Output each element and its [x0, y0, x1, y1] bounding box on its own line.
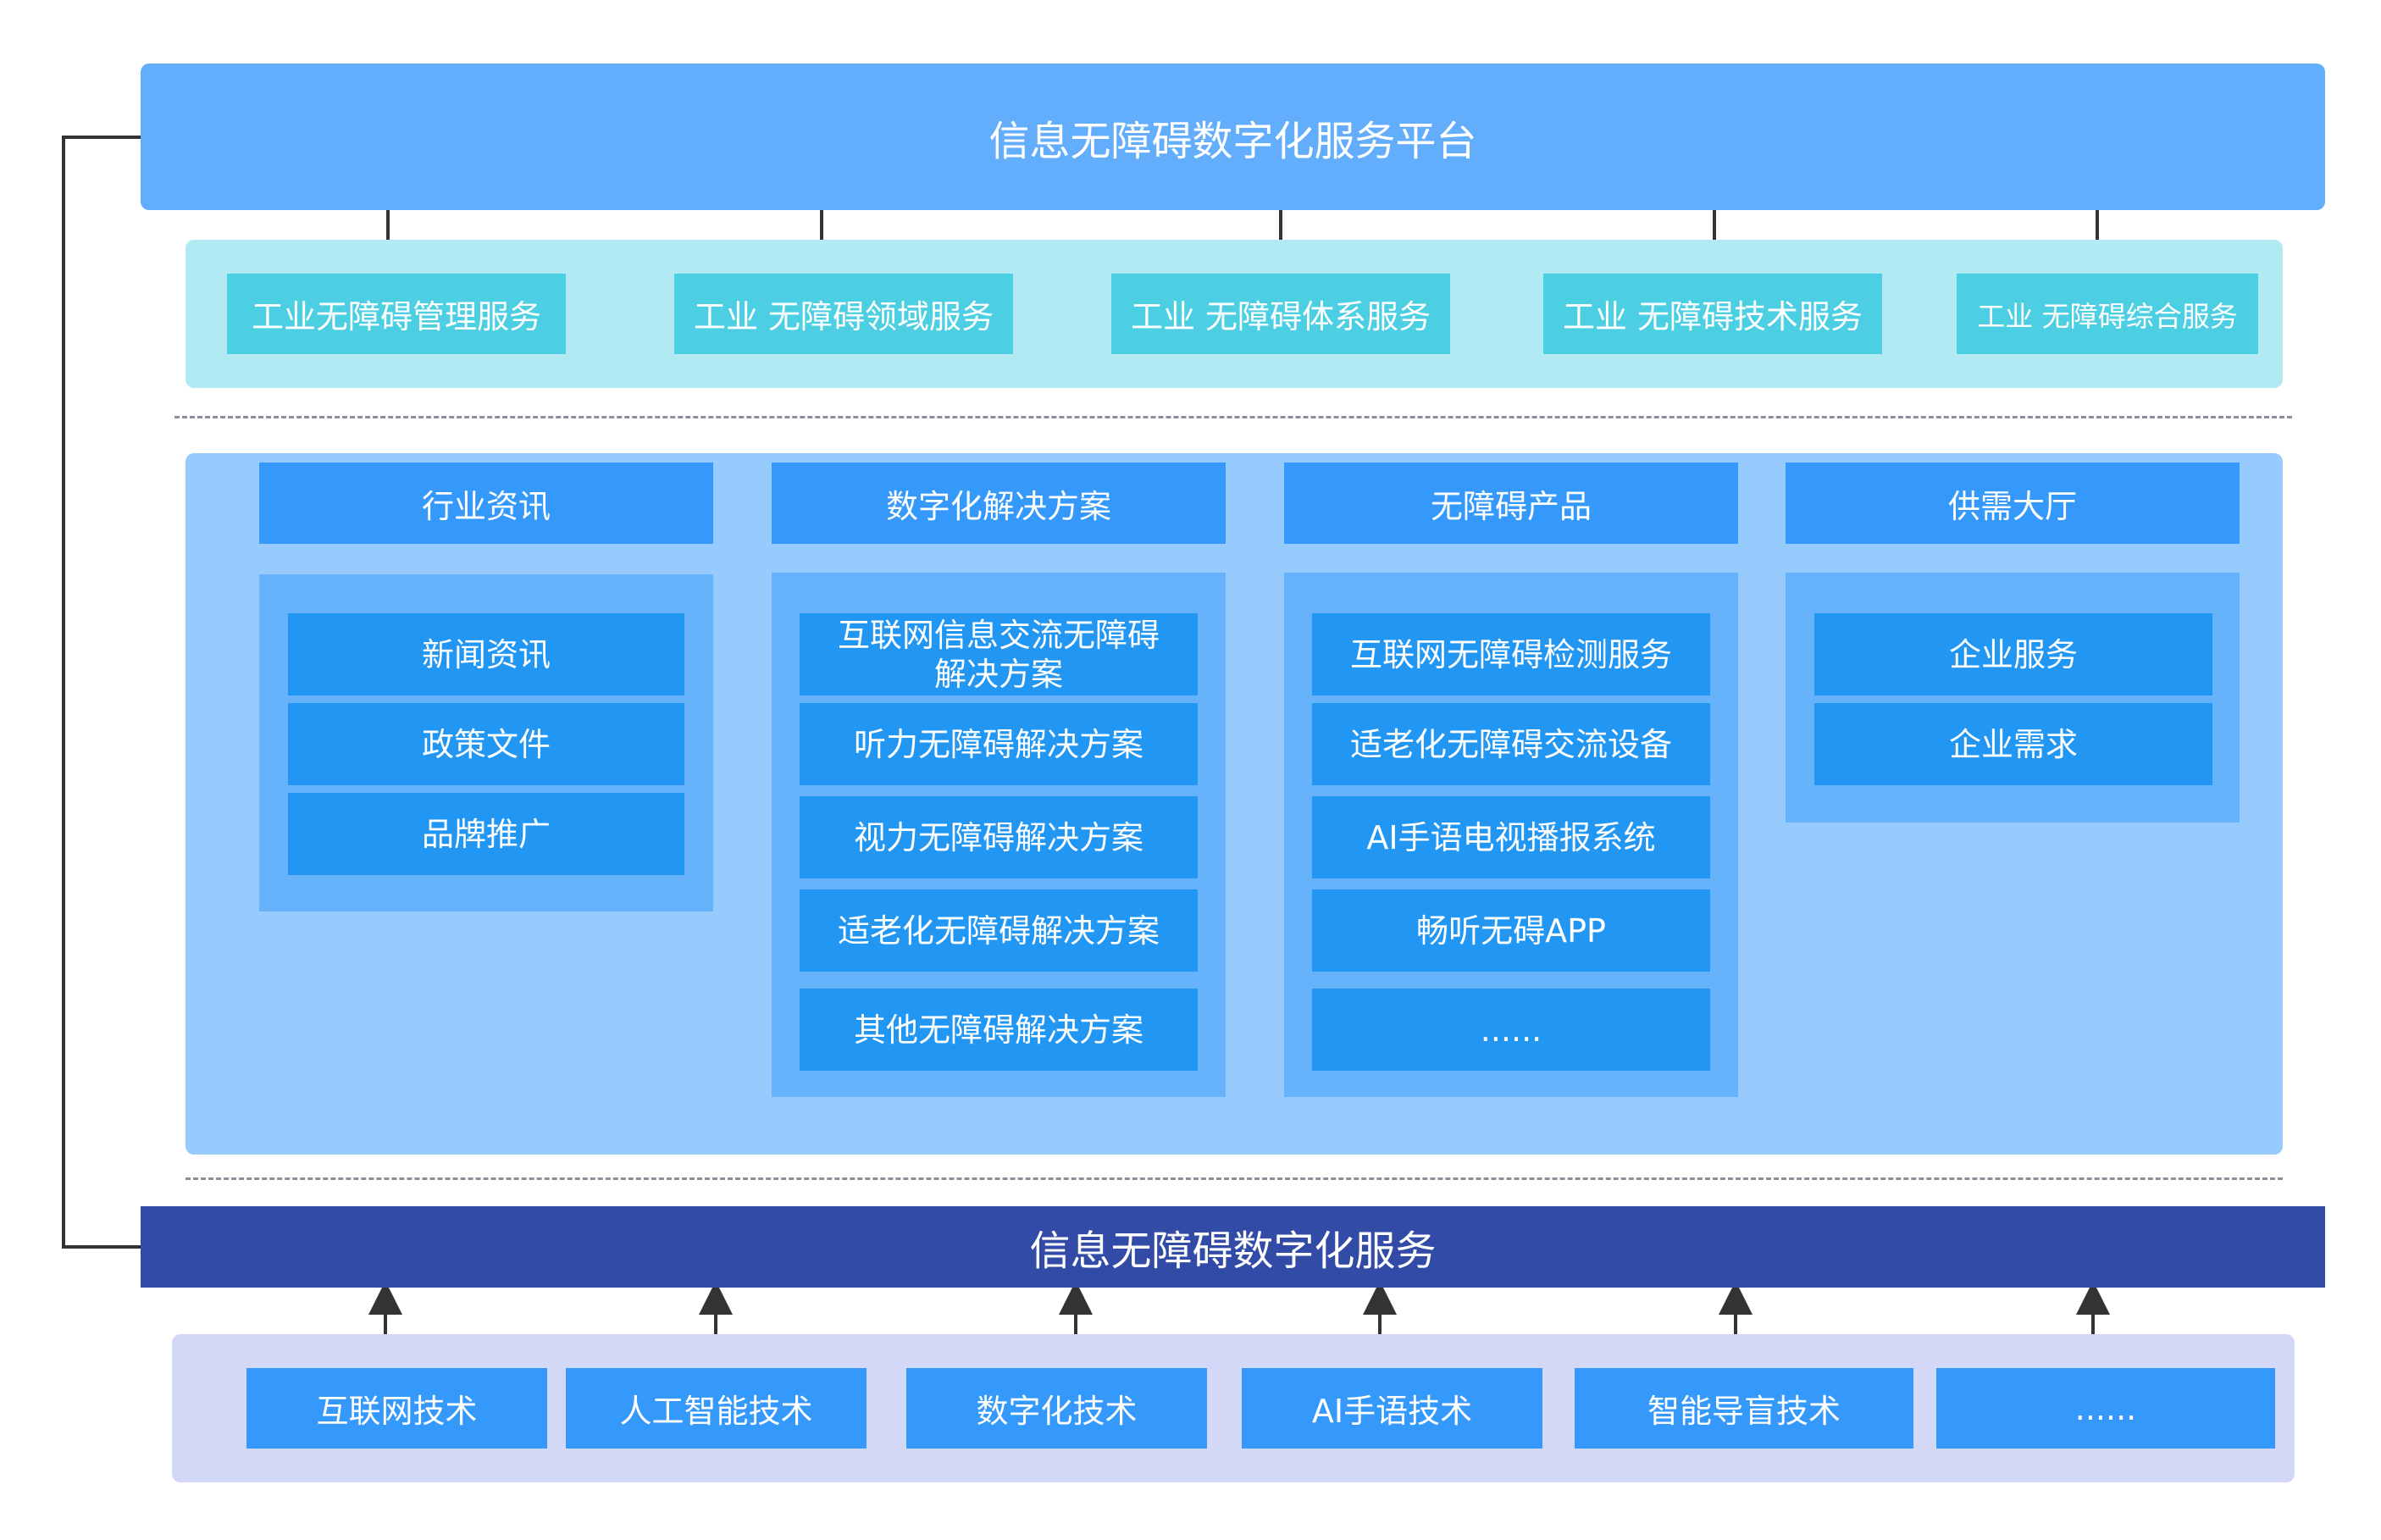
item-internet-testing: 互联网无障碍检测服务	[1312, 613, 1710, 695]
column-head-industry-news: 行业资讯	[259, 463, 713, 544]
foundation-title: 信息无障碍数字化服务	[1029, 1227, 1437, 1275]
item-more-products: ......	[1312, 989, 1710, 1071]
service-integrated: 工业 无障碍综合服务	[1957, 274, 2258, 354]
tech-digital: 数字化技术	[906, 1368, 1207, 1449]
platform-title-bar: 信息无障碍数字化服务平台	[141, 64, 2325, 210]
item-news: 新闻资讯	[288, 613, 684, 695]
column-head-digital-solutions: 数字化解决方案	[772, 463, 1226, 544]
column-head-supply-demand: 供需大厅	[1786, 463, 2240, 544]
tech-sign-language: AI手语技术	[1242, 1368, 1542, 1449]
item-elderly-device: 适老化无障碍交流设备	[1312, 703, 1710, 785]
item-listening-app: 畅听无碍APP	[1312, 889, 1710, 972]
service-management: 工业无障碍管理服务	[227, 274, 566, 354]
item-other-solution: 其他无障碍解决方案	[800, 989, 1198, 1071]
tech-more: ......	[1936, 1368, 2275, 1449]
dashed-separator-top	[174, 416, 2292, 418]
dashed-separator-bottom	[185, 1177, 2283, 1180]
tech-internet: 互联网技术	[246, 1368, 547, 1449]
item-hearing-solution: 听力无障碍解决方案	[800, 703, 1198, 785]
service-system: 工业 无障碍体系服务	[1111, 274, 1450, 354]
item-policy-documents: 政策文件	[288, 703, 684, 785]
platform-title: 信息无障碍数字化服务平台	[988, 117, 1477, 165]
item-internet-info-solution: 互联网信息交流无障碍 解决方案	[800, 613, 1198, 695]
item-enterprise-service: 企业服务	[1814, 613, 2212, 695]
service-technology: 工业 无障碍技术服务	[1543, 274, 1882, 354]
item-sign-language-tv: AI手语电视播报系统	[1312, 796, 1710, 878]
item-elderly-solution: 适老化无障碍解决方案	[800, 889, 1198, 972]
tech-ai: 人工智能技术	[566, 1368, 867, 1449]
column-head-accessibility-products: 无障碍产品	[1284, 463, 1738, 544]
tech-guide: 智能导盲技术	[1575, 1368, 1913, 1449]
left-bracket-line	[62, 136, 141, 1249]
item-enterprise-demand: 企业需求	[1814, 703, 2212, 785]
foundation-title-bar: 信息无障碍数字化服务	[141, 1206, 2325, 1288]
item-vision-solution: 视力无障碍解决方案	[800, 796, 1198, 878]
item-brand-promotion: 品牌推广	[288, 793, 684, 875]
service-domain: 工业 无障碍领域服务	[674, 274, 1013, 354]
